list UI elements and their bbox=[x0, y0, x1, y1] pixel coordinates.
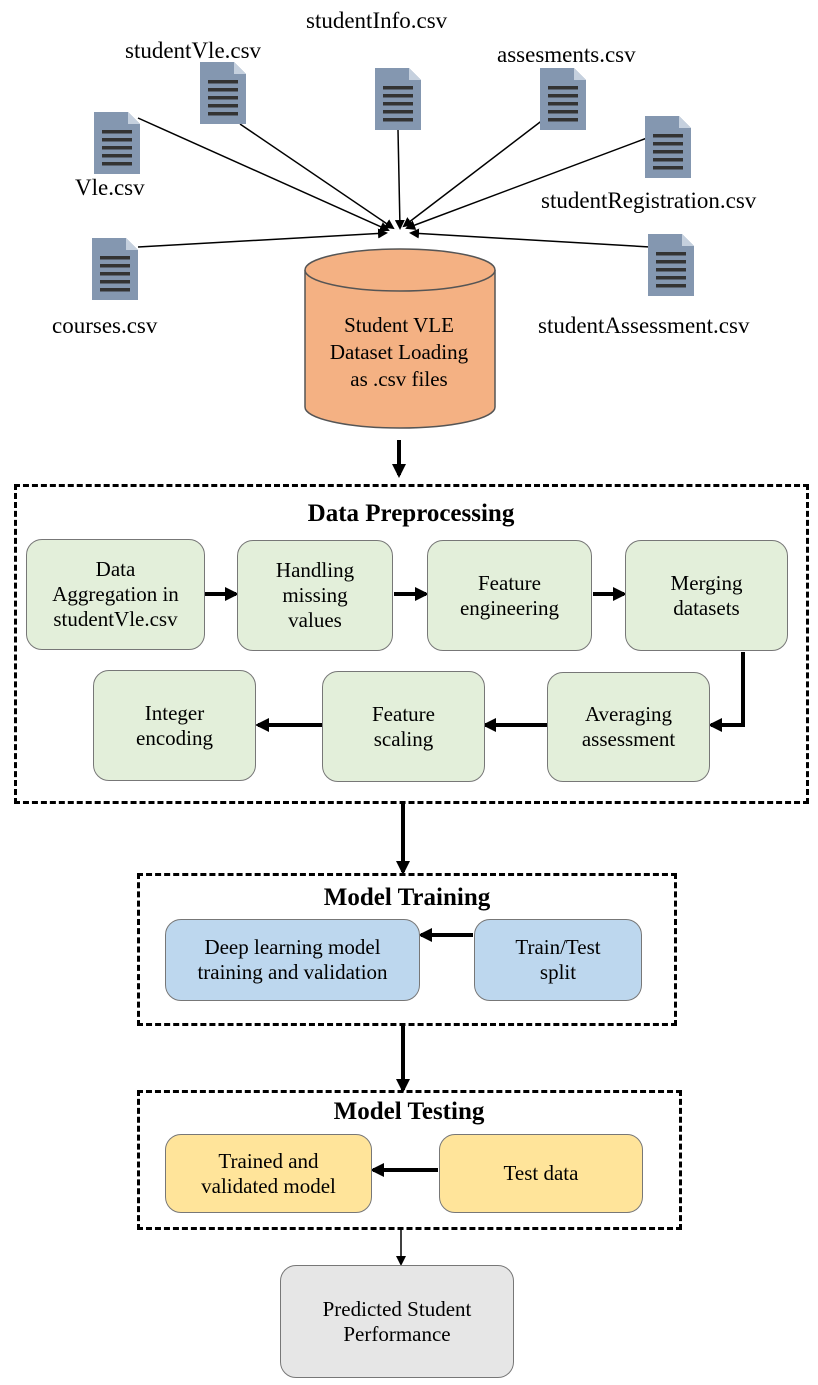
arrow-assessments bbox=[402, 115, 549, 228]
preprocessing-section bbox=[14, 484, 809, 804]
studentvle-label: studentVle.csv bbox=[125, 38, 262, 63]
arrow-merging-to-averaging bbox=[708, 652, 745, 732]
assessments-file-icon bbox=[540, 68, 586, 130]
studentinfo-file-icon bbox=[375, 68, 421, 130]
courses-label: courses.csv bbox=[52, 313, 158, 338]
arrow-studentinfo bbox=[394, 129, 405, 230]
studentvle-file-icon bbox=[200, 62, 246, 124]
arrow-courses bbox=[137, 228, 388, 248]
assessments-label: assesments.csv bbox=[497, 42, 636, 67]
arrow-studentregistration bbox=[405, 137, 648, 230]
arrow-vle bbox=[137, 117, 390, 232]
testing-title: Model Testing bbox=[333, 1098, 485, 1125]
database-cylinder bbox=[304, 248, 496, 429]
vle-file-icon bbox=[94, 112, 140, 174]
test-data-box: Test data bbox=[439, 1134, 643, 1213]
testing-section bbox=[137, 1090, 682, 1230]
vle-label: Vle.csv bbox=[75, 175, 145, 200]
studentassessment-label: studentAssessment.csv bbox=[538, 313, 750, 338]
studentregistration-file-icon bbox=[645, 116, 691, 178]
courses-file-icon bbox=[92, 238, 138, 300]
preprocessing-title: Data Preprocessing bbox=[307, 500, 515, 527]
studentassessment-file-icon bbox=[648, 234, 694, 296]
training-title: Model Training bbox=[323, 884, 491, 911]
arrow-studentassessment bbox=[409, 228, 651, 248]
studentinfo-label: studentInfo.csv bbox=[306, 8, 448, 33]
database-label: Student VLE Dataset Loading as .csv file… bbox=[329, 313, 469, 391]
training-section bbox=[137, 873, 677, 1026]
arrow-studentvle bbox=[239, 123, 395, 230]
studentregistration-label: studentRegistration.csv bbox=[541, 188, 757, 213]
